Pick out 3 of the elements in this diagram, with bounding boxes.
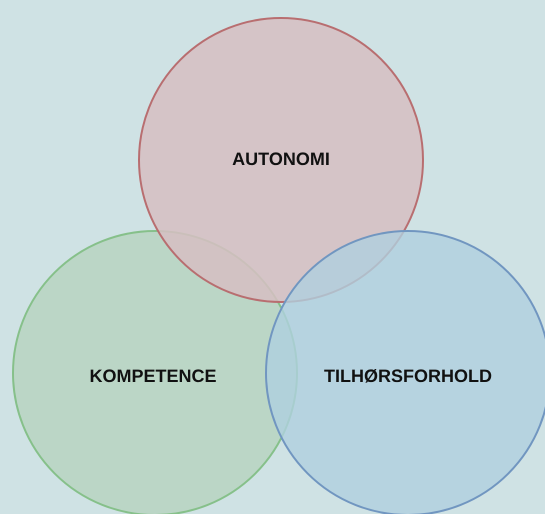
circle-label: AUTONOMI xyxy=(231,149,331,170)
circle-label: TILHØRSFORHOLD xyxy=(323,366,493,387)
circle-label: KOMPETENCE xyxy=(88,366,218,387)
